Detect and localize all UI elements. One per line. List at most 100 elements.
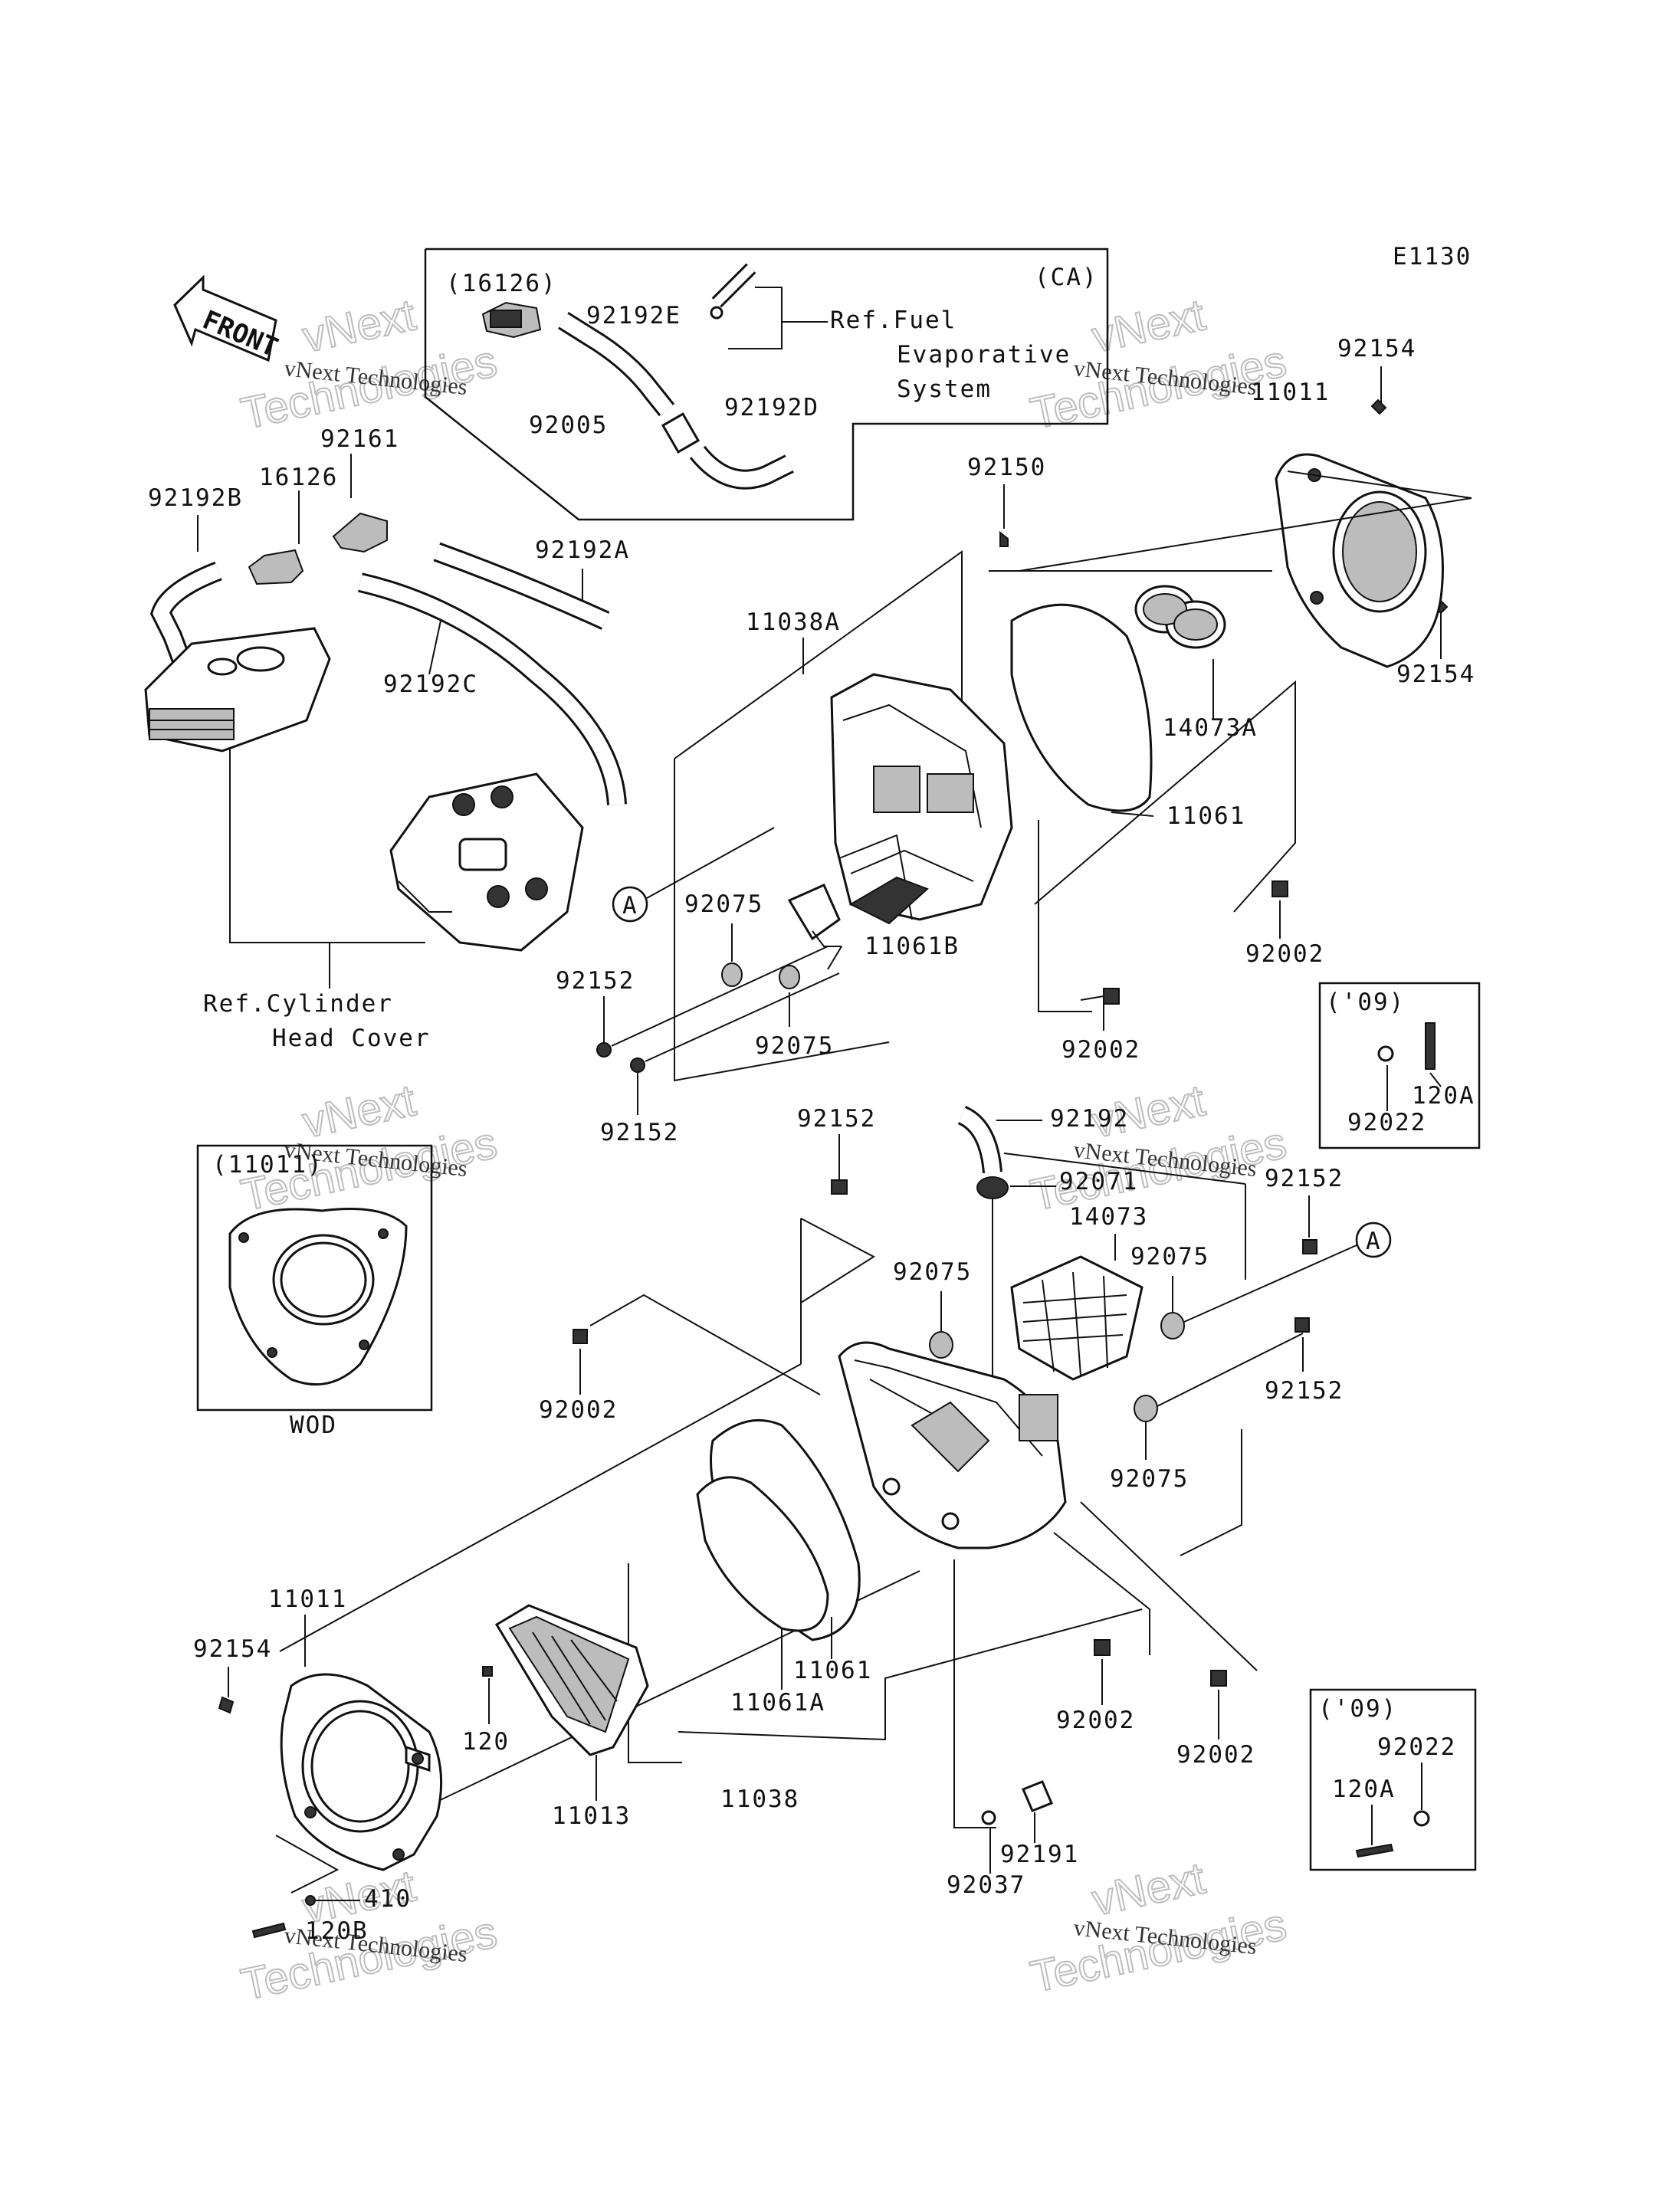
grommet-92075-a bbox=[721, 962, 743, 987]
label-92075-b: 92075 bbox=[755, 1032, 834, 1060]
label-92192: 92192 bbox=[1050, 1105, 1129, 1133]
label-92192E: 92192E bbox=[586, 302, 681, 330]
screw-120B bbox=[251, 1922, 287, 1939]
ca-title: (CA) bbox=[1035, 264, 1098, 291]
watermark-bottom-right: vNext Technologies vNext Technologies bbox=[1025, 1852, 1291, 2002]
nut-92152-a bbox=[596, 1042, 612, 1058]
cover-11011-bottom bbox=[280, 1673, 443, 1871]
screw-92150 bbox=[999, 530, 1009, 547]
watermark-top-left: vNext Technologies vNext Technologies bbox=[236, 289, 502, 439]
label-11013: 11013 bbox=[552, 1802, 631, 1830]
front-arrow-icon: FRONT bbox=[173, 274, 282, 363]
cap-92191 bbox=[1022, 1780, 1053, 1812]
label-11038A: 11038A bbox=[746, 608, 841, 636]
element-11013 bbox=[494, 1604, 649, 1756]
label-92002-r1: 92002 bbox=[1245, 940, 1324, 968]
filter-11061A bbox=[696, 1476, 829, 1632]
wod-box bbox=[196, 1144, 433, 1412]
wod-caption: WOD bbox=[290, 1412, 337, 1439]
label-92154-top: 92154 bbox=[1337, 335, 1416, 362]
label-92161: 92161 bbox=[320, 425, 399, 453]
bracket-92161 bbox=[332, 512, 388, 553]
ca-box: (CA) (16126) 92192E 92005 92192D Ref.Fue… bbox=[424, 248, 1109, 521]
grommet-92075-d bbox=[1160, 1312, 1185, 1340]
label-92075-d: 92075 bbox=[1130, 1243, 1209, 1271]
label-11011-bottom: 11011 bbox=[268, 1585, 347, 1613]
ref-cylinder-line1: Ref.Cylinder bbox=[203, 990, 393, 1018]
label-14073A: 14073A bbox=[1163, 714, 1258, 742]
ref-cylinder-line2: Head Cover bbox=[272, 1025, 431, 1052]
label-92075-a: 92075 bbox=[684, 890, 763, 918]
ref-fuel-line2: Evaporative bbox=[897, 341, 1071, 369]
screw-92154-top bbox=[1370, 398, 1387, 415]
callout-a-text: A bbox=[1366, 1228, 1382, 1255]
label-92152-a: 92152 bbox=[556, 967, 635, 995]
y09-top-year: ('09) bbox=[1326, 989, 1405, 1016]
gasket-11061B bbox=[787, 884, 841, 941]
label-11038: 11038 bbox=[720, 1785, 799, 1813]
label-92152-b: 92152 bbox=[600, 1119, 679, 1146]
base-11038 bbox=[838, 1341, 1067, 1549]
screw-92154-bottom bbox=[218, 1696, 235, 1714]
grommet-92075-e bbox=[1134, 1395, 1158, 1422]
label-120: 120 bbox=[462, 1728, 510, 1756]
label-92192D: 92192D bbox=[724, 394, 819, 421]
label-92192A: 92192A bbox=[535, 536, 630, 564]
watermark-bottom-left: vNext Technologies vNext Technologies bbox=[236, 1860, 502, 2010]
callout-a-lower bbox=[1355, 1221, 1392, 1258]
ref-fuel-line1: Ref.Fuel bbox=[830, 307, 956, 334]
valve-16126 bbox=[248, 549, 304, 585]
washer-410 bbox=[305, 1895, 316, 1906]
label-92191: 92191 bbox=[1000, 1841, 1079, 1868]
grommet-92071 bbox=[976, 1176, 1009, 1199]
label-92154-bottom: 92154 bbox=[193, 1635, 272, 1663]
label-92152-c: 92152 bbox=[797, 1105, 876, 1133]
y09-top-92022: 92022 bbox=[1347, 1109, 1426, 1136]
y09-box-top bbox=[1318, 982, 1481, 1149]
ref-fuel-line3: System bbox=[897, 375, 992, 403]
bolt-120A-top bbox=[1425, 1022, 1436, 1070]
label-92152-e: 92152 bbox=[1265, 1377, 1344, 1405]
label-11061-top: 11061 bbox=[1166, 802, 1245, 830]
watermark-text: vNext bbox=[298, 290, 420, 362]
label-92002-f: 92002 bbox=[1176, 1741, 1255, 1769]
bolt-92002-c bbox=[1103, 988, 1120, 1005]
callout-a-upper bbox=[612, 886, 648, 923]
label-410: 410 bbox=[364, 1885, 412, 1913]
intake-14073 bbox=[1010, 1255, 1144, 1381]
label-92037: 92037 bbox=[947, 1871, 1025, 1899]
watermark-text: vNext bbox=[1088, 290, 1209, 362]
label-92002-d: 92002 bbox=[539, 1396, 618, 1424]
cover-wod bbox=[228, 1208, 408, 1386]
label-92150: 92150 bbox=[967, 454, 1046, 481]
label-11011-top: 11011 bbox=[1251, 379, 1330, 406]
watermark-text: vNext bbox=[1088, 1853, 1209, 1925]
nut-92152-b bbox=[630, 1058, 645, 1073]
label-92002-e: 92002 bbox=[1056, 1707, 1135, 1734]
watermark-mid-left: vNext Technologies vNext Technologies bbox=[236, 1074, 502, 1221]
label-92075-c: 92075 bbox=[893, 1258, 972, 1286]
grommet-92075-c bbox=[929, 1331, 953, 1359]
label-92154-mid: 92154 bbox=[1396, 661, 1475, 688]
bolt-92002-f bbox=[1210, 1670, 1227, 1687]
bolt-92002-d bbox=[573, 1329, 588, 1344]
label-11061A: 11061A bbox=[730, 1689, 825, 1717]
washer-92022-bottom bbox=[1413, 1810, 1430, 1827]
label-92005: 92005 bbox=[529, 412, 608, 439]
clamp-92037 bbox=[981, 1810, 996, 1825]
bolt-92002-r1 bbox=[1271, 880, 1288, 897]
label-120B: 120B bbox=[305, 1917, 369, 1945]
nut-92152-d bbox=[1302, 1239, 1317, 1254]
bolt-92002-e bbox=[1094, 1639, 1111, 1656]
y09-bottom-92022: 92022 bbox=[1377, 1733, 1456, 1761]
washer-92022-top bbox=[1377, 1045, 1394, 1062]
cover-11011-top bbox=[1275, 453, 1444, 668]
wod-ref: (11011) bbox=[212, 1151, 323, 1179]
label-11061B: 11061B bbox=[865, 933, 960, 960]
y09-bottom-year: ('09) bbox=[1318, 1695, 1397, 1723]
label-92075-e: 92075 bbox=[1110, 1465, 1189, 1493]
label-92002-c: 92002 bbox=[1061, 1036, 1140, 1064]
watermark-mid-right: vNext Technologies vNext Technologies bbox=[1025, 1074, 1291, 1221]
